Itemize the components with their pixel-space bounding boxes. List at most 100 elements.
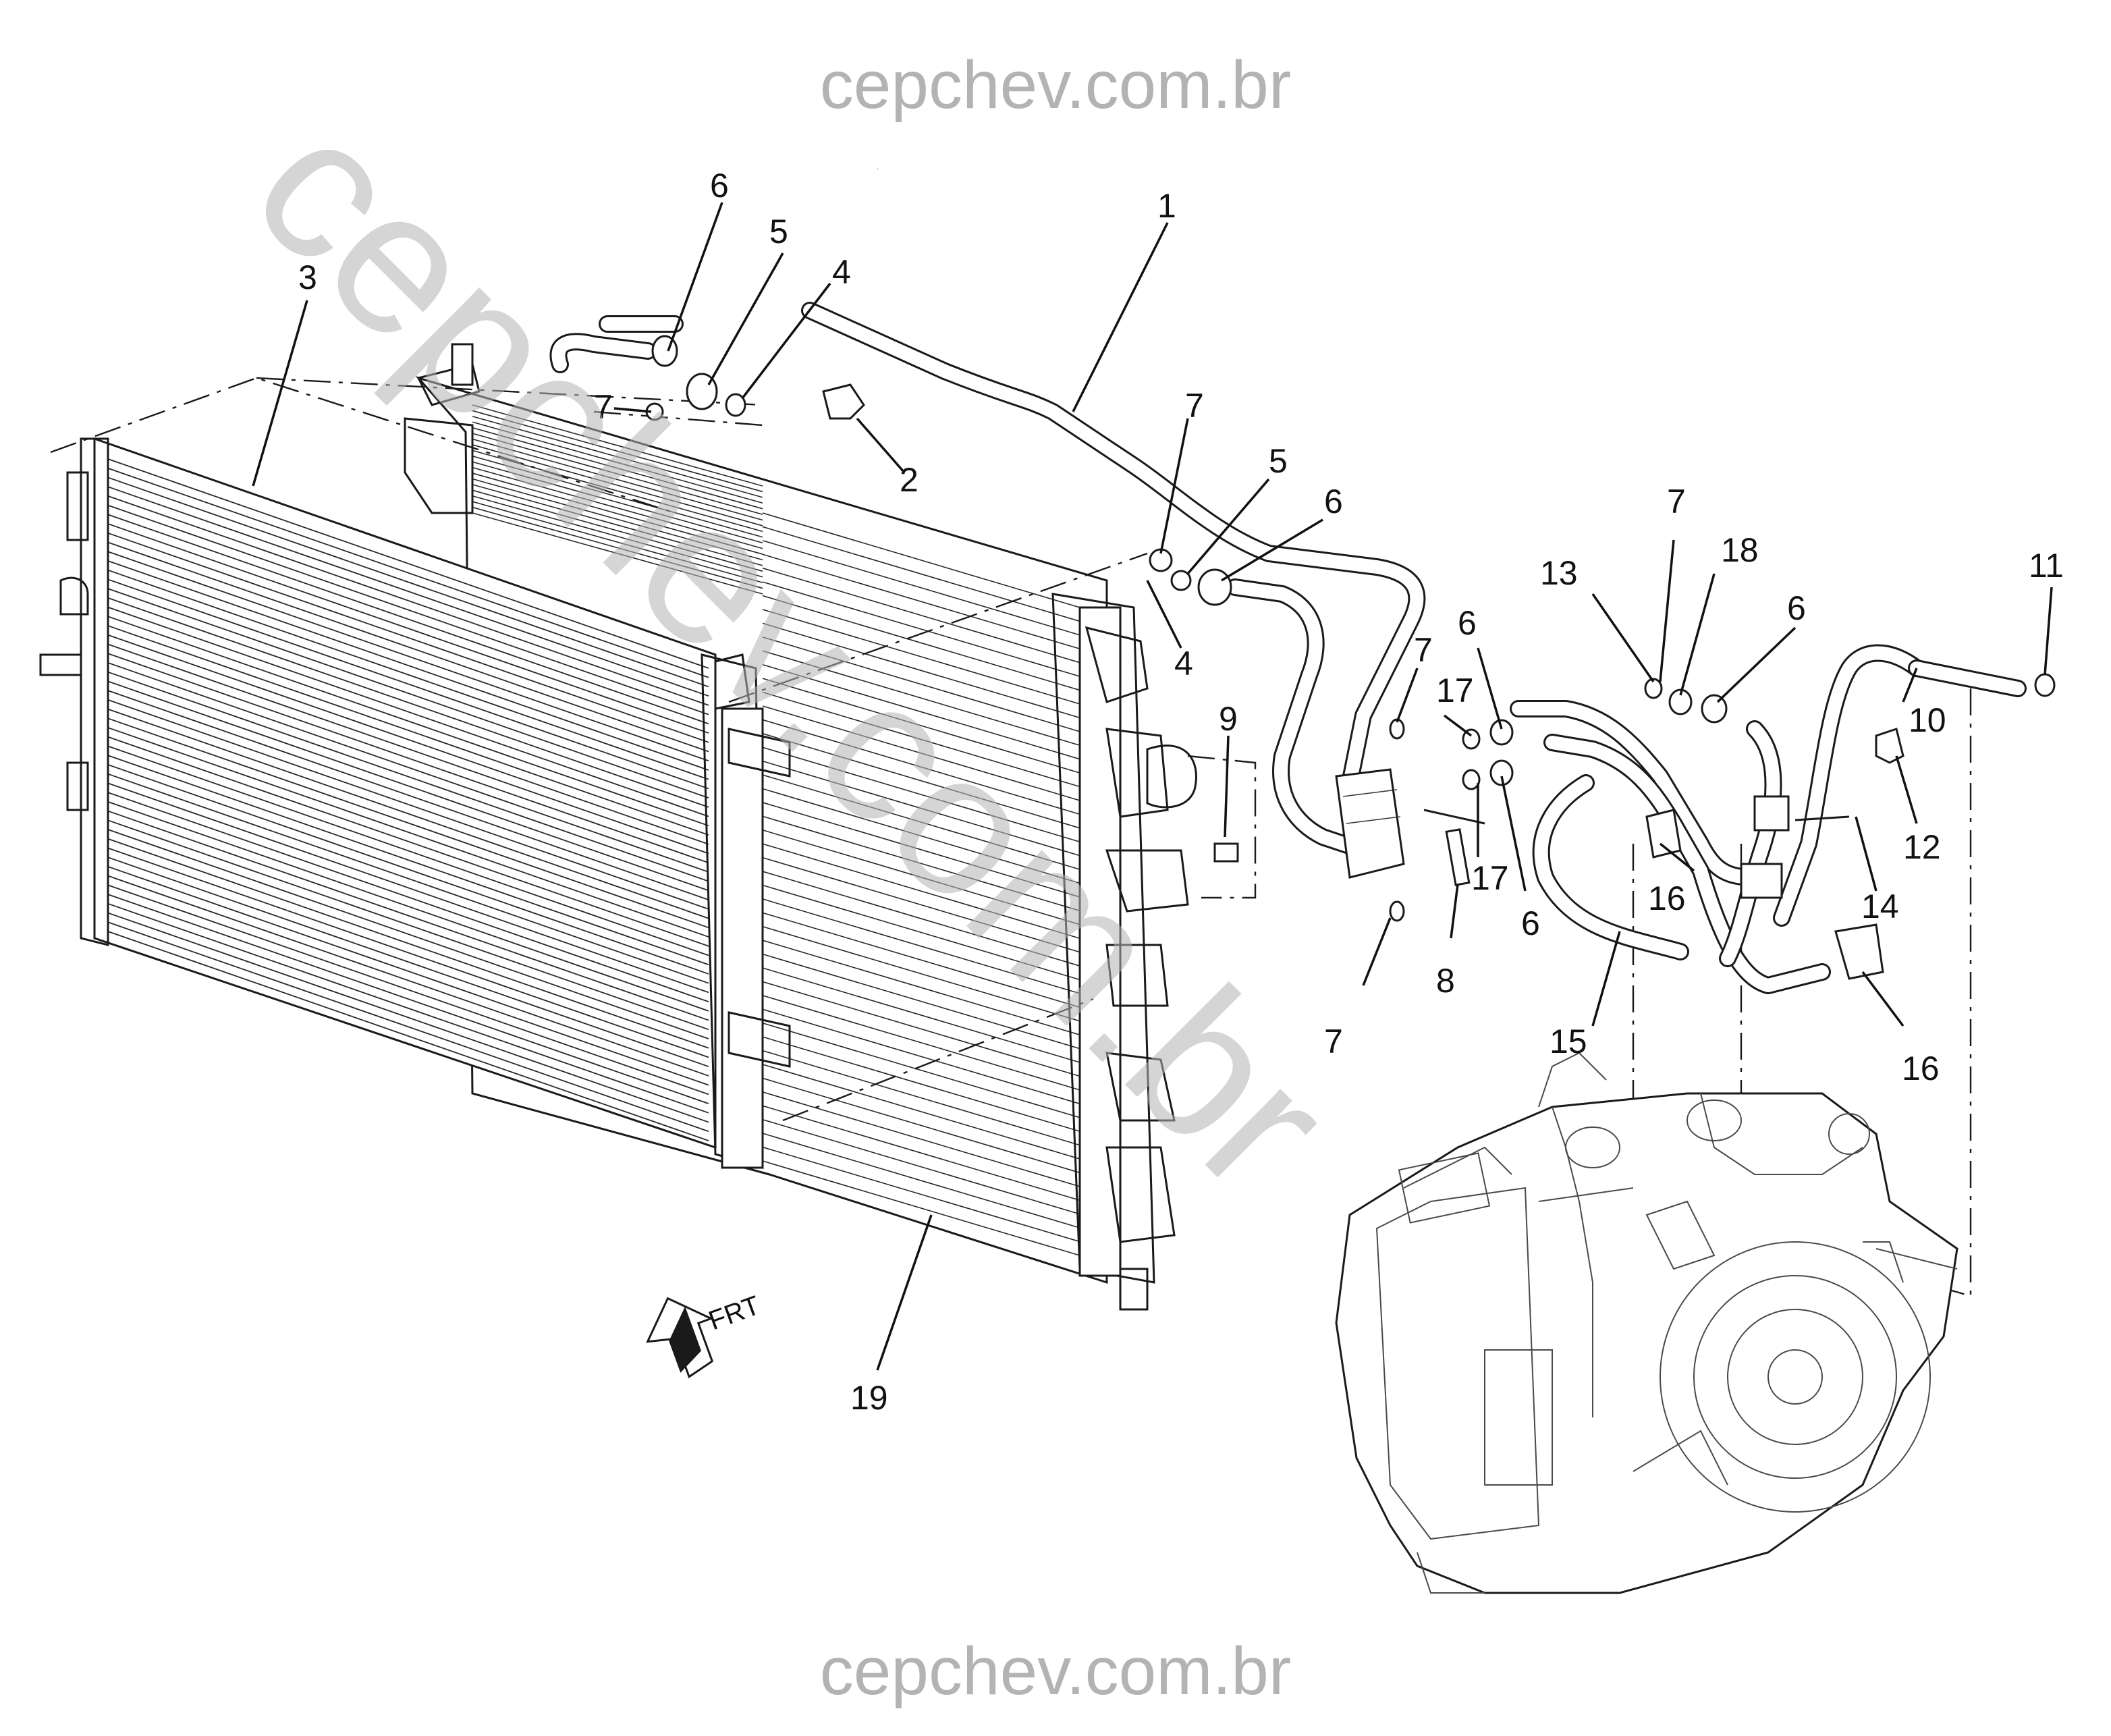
callout-2: 2: [900, 461, 919, 499]
radiator-fin-line: [107, 680, 709, 892]
radiator-fin-line: [107, 653, 709, 864]
condenser-fin-line: [762, 802, 1080, 898]
condenser-fin-line: [762, 940, 1080, 1035]
radiator-core: [39, 343, 1197, 1311]
condenser-fin-line: [762, 609, 1080, 705]
callout-6e: 6: [1787, 589, 1806, 627]
condenser-fin-line: [762, 912, 1080, 1008]
radiator-fin-line: [107, 606, 709, 817]
callout-4b: 4: [1174, 645, 1193, 682]
radiator-fin-line: [107, 458, 709, 669]
callout-numbers: 1 2 3 4 4 5 5 6 6 6 6 6 7 7 7 7 7 8 9 10…: [298, 167, 2064, 1417]
condenser-fin-line: [472, 433, 763, 515]
callout-10: 10: [1909, 701, 1946, 739]
radiator-fin-line: [107, 523, 709, 734]
condenser-fin-line: [762, 553, 1080, 650]
radiator-fin-line: [107, 699, 709, 910]
condenser-fin-line: [762, 1118, 1080, 1215]
radiator-3: [39, 437, 791, 1169]
callout-16a: 16: [1648, 879, 1686, 917]
radiator-fin-line: [107, 782, 709, 994]
condenser-fin-line: [762, 953, 1080, 1050]
condenser-fin-line: [762, 1091, 1080, 1187]
radiator-fin-line: [107, 838, 709, 1049]
condenser-fin-line: [762, 581, 1080, 677]
condenser-fin-line: [762, 857, 1080, 953]
radiator-fin-line: [107, 884, 709, 1095]
radiator-fin-line: [107, 690, 709, 900]
condenser-fin-line: [472, 506, 763, 589]
callout-13: 13: [1540, 554, 1578, 592]
callout-4a: 4: [832, 253, 851, 291]
radiator-fin-line: [107, 477, 709, 688]
cooler-line-1: [549, 302, 1426, 859]
condenser-fin-line: [762, 719, 1080, 815]
radiator-fin-line: [107, 671, 709, 882]
radiator-fin-line: [107, 634, 709, 845]
callout-7d: 7: [1324, 1023, 1343, 1060]
leader-lines: [252, 202, 2053, 1371]
condenser-fin-line: [762, 815, 1080, 912]
radiator-fin-line: [107, 532, 709, 743]
frt-label: FRT: [705, 1291, 763, 1336]
radiator-fin-line: [107, 708, 709, 919]
radiator-fin-line: [107, 866, 709, 1077]
condenser-fin-line: [472, 410, 763, 493]
radiator-fin-line: [107, 764, 709, 975]
small-parts: [1213, 673, 2056, 980]
condenser-fin-line: [762, 622, 1080, 719]
condenser-fin-line: [762, 981, 1080, 1077]
watermark-bottom: cepchev.com.br: [820, 1633, 1291, 1709]
radiator-fin-line: [107, 894, 709, 1104]
condenser-fin-line: [762, 1036, 1080, 1132]
callout-9: 9: [1219, 700, 1238, 738]
radiator-fin-line: [107, 616, 709, 827]
condenser-fin-line: [762, 705, 1080, 801]
callout-3: 3: [298, 259, 317, 296]
condenser-fin-line: [472, 512, 763, 595]
radiator-fin-line: [107, 467, 709, 678]
callout-7b: 7: [1185, 387, 1204, 425]
condenser-fin-line: [762, 884, 1080, 981]
radiator-fin-line: [107, 495, 709, 706]
radiator-fin-line: [107, 578, 709, 790]
condenser-fin-line: [762, 526, 1080, 622]
condenser-fin-line: [762, 788, 1080, 884]
condenser-fin-line: [472, 427, 763, 510]
radiator-fin-line: [107, 662, 709, 873]
callout-15: 15: [1550, 1023, 1587, 1060]
radiator-fin-line: [107, 736, 709, 947]
callout-1: 1: [1157, 187, 1176, 225]
condenser-fin-line: [472, 484, 763, 566]
condenser-fin-line: [472, 461, 763, 543]
radiator-fin-line: [107, 504, 709, 715]
radiator-fin-line: [107, 486, 709, 697]
callout-14: 14: [1861, 888, 1899, 925]
condenser-fin-line: [762, 747, 1080, 843]
callout-5b: 5: [1269, 442, 1288, 480]
transmission-assembly: [1335, 1052, 1958, 1594]
radiator-fin-line: [107, 588, 709, 799]
radiator-fin-line: [107, 792, 709, 1002]
callout-5a: 5: [769, 213, 788, 250]
callout-6b: 6: [1324, 483, 1343, 520]
condenser-fin-line: [472, 466, 763, 549]
condenser-fin-line: [762, 1105, 1080, 1201]
front-direction-arrow: FRT: [646, 1291, 764, 1379]
condenser-fin-line: [472, 444, 763, 526]
callout-11: 11: [2029, 547, 2064, 585]
condenser-fin-line: [762, 843, 1080, 939]
condenser-fin-line: [762, 733, 1080, 829]
transmission-lines-15: [1510, 644, 2027, 994]
condenser-fin-line: [762, 774, 1080, 870]
condenser-fin-line: [472, 416, 763, 498]
radiator-fin-line: [107, 717, 709, 929]
callout-6a: 6: [710, 167, 729, 205]
callout-18: 18: [1721, 531, 1759, 569]
callout-7e: 7: [1667, 483, 1686, 520]
callout-8: 8: [1436, 962, 1455, 1000]
radiator-fin-line: [107, 875, 709, 1086]
callout-7a: 7: [594, 388, 613, 426]
radiator-fin-line: [107, 829, 709, 1039]
condenser-fin-line: [762, 540, 1080, 636]
